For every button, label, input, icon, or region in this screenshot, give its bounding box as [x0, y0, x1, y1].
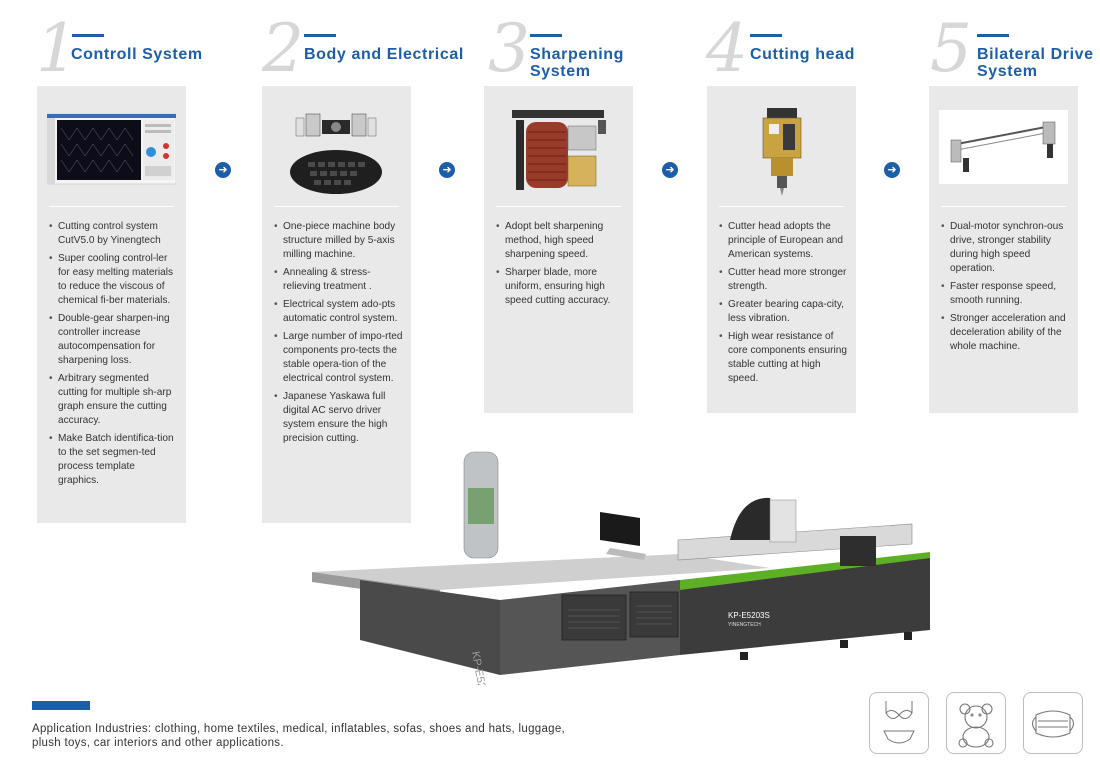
- feature-list: Cutter head adopts the principle of Euro…: [718, 220, 848, 390]
- next-arrow-icon: ➜: [662, 162, 678, 178]
- cutting-machine-illustration: KP-E5203S KP-E5203S YINENGTECH: [312, 451, 930, 685]
- step-4-card: Cutter head adopts the principle of Euro…: [707, 86, 856, 413]
- step-number: 1: [36, 10, 78, 87]
- feature-item: Cutting control system CutV5.0 by Yineng…: [48, 220, 178, 248]
- belt-sharpener-photo: [512, 110, 606, 190]
- feature-item: Cutter head adopts the principle of Euro…: [718, 220, 848, 262]
- step-3-card: Adopt belt sharpening method, high speed…: [484, 86, 633, 413]
- card-divider: [274, 206, 399, 207]
- step-1-header: 1 Controll System: [36, 16, 236, 92]
- control-software-screenshot: [47, 113, 176, 185]
- card-divider: [49, 206, 174, 207]
- step-1-card: Cutting control system CutV5.0 by Yineng…: [37, 86, 186, 523]
- feature-item: Japanese Yaskawa full digital AC servo d…: [273, 390, 403, 446]
- feature-list: Adopt belt sharpening method, high speed…: [495, 220, 625, 312]
- feature-item: Greater bearing capa-city, less vibratio…: [718, 298, 848, 326]
- step-number: 3: [488, 10, 530, 87]
- feature-item: Arbitrary segmented cutting for multiple…: [48, 372, 178, 428]
- title-accent-bar: [977, 34, 1009, 37]
- title-accent-bar: [750, 34, 782, 37]
- teddy-bear-icon: [946, 692, 1006, 754]
- step-number: 2: [262, 10, 304, 87]
- next-arrow-icon: ➜: [215, 162, 231, 178]
- feature-item: One-piece machine body structure milled …: [273, 220, 403, 262]
- step-title: Sharpening System: [530, 46, 625, 80]
- feature-item: Sharper blade, more uniform, ensuring hi…: [495, 266, 625, 308]
- step-number: 5: [930, 10, 972, 87]
- machine-body-photo: [290, 113, 382, 194]
- title-accent-bar: [72, 34, 104, 37]
- lingerie-icon: [869, 692, 929, 754]
- title-accent-bar: [304, 34, 336, 37]
- feature-item: High wear resistance of core components …: [718, 330, 848, 386]
- application-industries-text: Application Industries: clothing, home t…: [32, 723, 566, 749]
- step-title: Cutting head: [750, 46, 855, 63]
- card-divider: [941, 206, 1066, 207]
- feature-item: Electrical system ado-pts automatic cont…: [273, 298, 403, 326]
- face-mask-icon: [1023, 692, 1083, 754]
- feature-item: Faster response speed, smooth running.: [940, 280, 1070, 308]
- step-title: Bilateral Drive System: [977, 46, 1094, 80]
- card-divider: [719, 206, 844, 207]
- step-title: Body and Electrical: [304, 46, 464, 63]
- footer-accent-bar: [32, 701, 90, 710]
- card-divider: [496, 206, 621, 207]
- title-accent-bar: [530, 34, 562, 37]
- feature-item: Adopt belt sharpening method, high speed…: [495, 220, 625, 262]
- drive-rail-photo: [939, 110, 1068, 184]
- next-arrow-icon: ➜: [884, 162, 900, 178]
- feature-item: Annealing & stress-relieving treatment .: [273, 266, 403, 294]
- feature-item: Dual-motor synchron-ous drive, stronger …: [940, 220, 1070, 276]
- step-number: 4: [706, 10, 748, 87]
- feature-item: Make Batch identifica-tion to the set se…: [48, 432, 178, 488]
- next-arrow-icon: ➜: [439, 162, 455, 178]
- step-2-header: 2 Body and Electrical: [262, 16, 482, 92]
- feature-item: Large number of impo-rted components pro…: [273, 330, 403, 386]
- step-title: Controll System: [71, 46, 203, 63]
- feature-list: Cutting control system CutV5.0 by Yineng…: [48, 220, 178, 492]
- step-5-card: Dual-motor synchron-ous drive, stronger …: [929, 86, 1078, 413]
- feature-item: Cutter head more stronger strength.: [718, 266, 848, 294]
- step-3-header: 3 Sharpening System: [488, 16, 668, 92]
- feature-item: Double-gear sharpen-ing controller incre…: [48, 312, 178, 368]
- step-5-header: 5 Bilateral Drive System: [930, 16, 1100, 92]
- cutter-head-photo: [762, 108, 802, 196]
- step-2-card: One-piece machine body structure milled …: [262, 86, 411, 523]
- feature-list: Dual-motor synchron-ous drive, stronger …: [940, 220, 1070, 358]
- feature-list: One-piece machine body structure milled …: [273, 220, 403, 450]
- machine-brand-label: YINENGTECH: [728, 622, 761, 628]
- step-4-header: 4 Cutting head: [706, 16, 886, 92]
- feature-item: Super cooling control-ler for easy melti…: [48, 252, 178, 308]
- machine-model-label: KP-E5203S: [728, 611, 770, 620]
- feature-item: Stronger acceleration and deceleration a…: [940, 312, 1070, 354]
